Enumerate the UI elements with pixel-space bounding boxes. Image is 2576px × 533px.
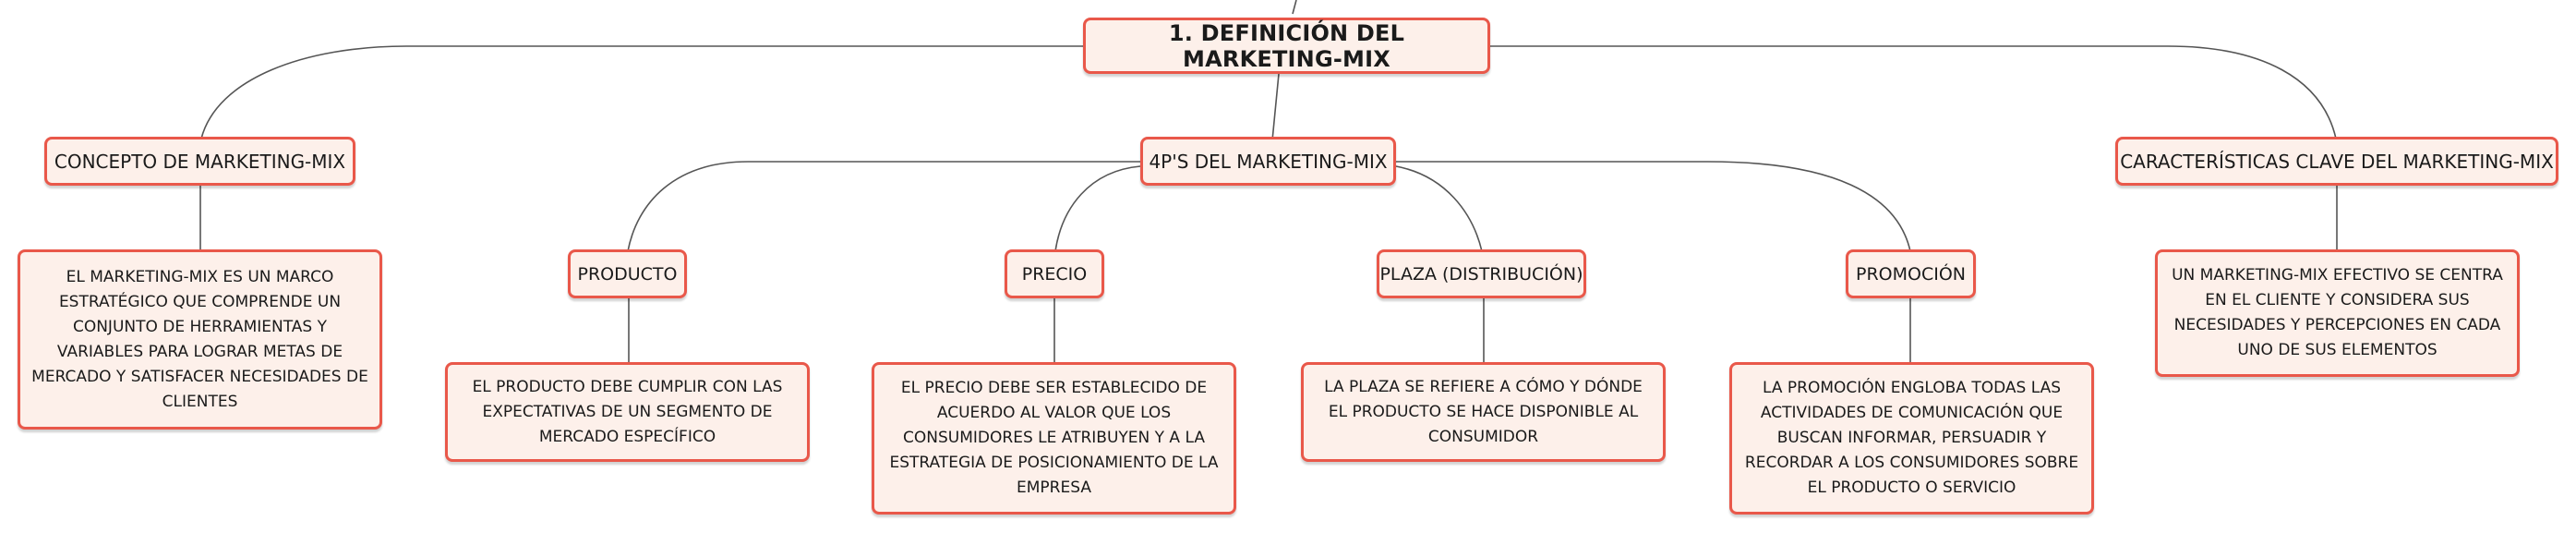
producto-detail-text: EL PRODUCTO DEBE CUMPLIR CON LAS EXPECTA… bbox=[472, 377, 783, 446]
promocion-detail-node[interactable]: LA PROMOCIÓN ENGLOBA TODAS LAS ACTIVIDAD… bbox=[1729, 362, 2094, 515]
promocion-label: PROMOCIÓN bbox=[1855, 263, 1966, 285]
concepto-node[interactable]: CONCEPTO DE MARKETING-MIX bbox=[44, 137, 355, 186]
caracteristicas-label: CARACTERÍSTICAS CLAVE DEL MARKETING-MIX bbox=[2120, 150, 2554, 173]
precio-label: PRECIO bbox=[1021, 263, 1088, 285]
connector-parent-to-root bbox=[1292, 0, 1297, 15]
plaza-detail-node[interactable]: LA PLAZA SE REFIERE A CÓMO Y DÓNDE EL PR… bbox=[1301, 362, 1666, 462]
producto-detail-node[interactable]: EL PRODUCTO DEBE CUMPLIR CON LAS EXPECTA… bbox=[445, 362, 810, 462]
connector-4ps-to-plaza bbox=[1395, 165, 1483, 252]
concepto-detail-node[interactable]: EL MARKETING-MIX ES UN MARCO ESTRATÉGICO… bbox=[18, 249, 382, 430]
cuatro-ps-label: 4P'S DEL MARKETING-MIX bbox=[1149, 150, 1388, 173]
producto-label: PRODUCTO bbox=[577, 263, 678, 285]
concepto-label: CONCEPTO DE MARKETING-MIX bbox=[54, 150, 346, 173]
connector-4ps-to-promocion bbox=[1396, 161, 1911, 252]
precio-detail-node[interactable]: EL PRECIO DEBE SER ESTABLECIDO DE ACUERD… bbox=[872, 362, 1236, 515]
connector-4ps-to-precio bbox=[1054, 165, 1141, 252]
connector-root-to-caracteristicas bbox=[1490, 45, 2337, 139]
plaza-label: PLAZA (DISTRIBUCIÓN) bbox=[1379, 263, 1583, 285]
precio-detail-text: EL PRECIO DEBE SER ESTABLECIDO DE ACUERD… bbox=[889, 379, 1219, 497]
connector-4ps-to-producto bbox=[627, 161, 1140, 252]
connector-root-to-concepto bbox=[200, 45, 1083, 139]
caracteristicas-detail-node[interactable]: UN MARKETING-MIX EFECTIVO SE CENTRA EN E… bbox=[2155, 249, 2520, 377]
caracteristicas-detail-text: UN MARKETING-MIX EFECTIVO SE CENTRA EN E… bbox=[2172, 266, 2503, 359]
producto-node[interactable]: PRODUCTO bbox=[568, 249, 687, 298]
root-node[interactable]: 1. DEFINICIÓN DEL MARKETING-MIX bbox=[1083, 18, 1490, 74]
concepto-detail-text: EL MARKETING-MIX ES UN MARCO ESTRATÉGICO… bbox=[31, 267, 368, 411]
root-label: 1. DEFINICIÓN DEL MARKETING-MIX bbox=[1168, 19, 1405, 72]
connector-root-to-4ps bbox=[1271, 73, 1280, 141]
cuatro-ps-node[interactable]: 4P'S DEL MARKETING-MIX bbox=[1140, 137, 1396, 186]
precio-node[interactable]: PRECIO bbox=[1005, 249, 1104, 298]
caracteristicas-node[interactable]: CARACTERÍSTICAS CLAVE DEL MARKETING-MIX bbox=[2115, 137, 2558, 186]
promocion-node[interactable]: PROMOCIÓN bbox=[1846, 249, 1976, 298]
promocion-detail-text: LA PROMOCIÓN ENGLOBA TODAS LAS ACTIVIDAD… bbox=[1744, 379, 2079, 497]
plaza-node[interactable]: PLAZA (DISTRIBUCIÓN) bbox=[1377, 249, 1586, 298]
plaza-detail-text: LA PLAZA SE REFIERE A CÓMO Y DÓNDE EL PR… bbox=[1324, 377, 1643, 446]
